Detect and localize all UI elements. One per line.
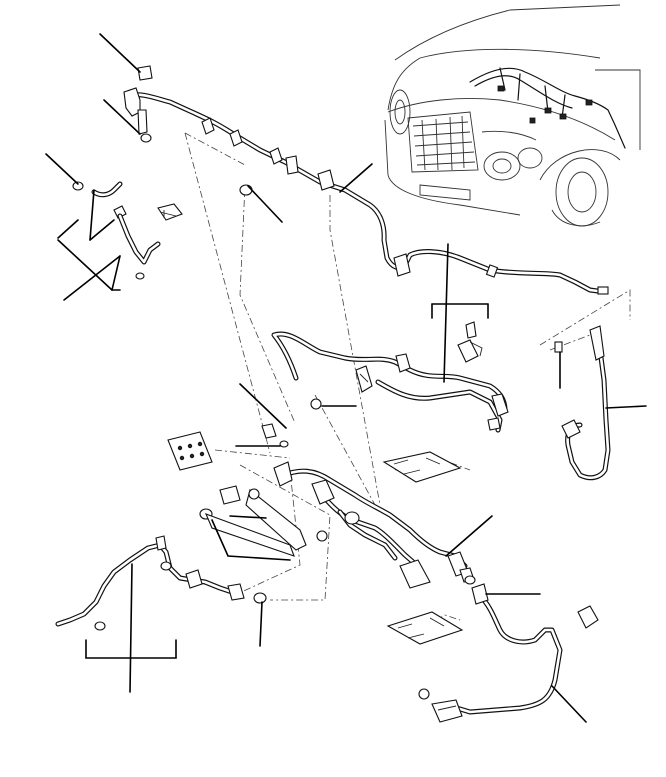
lower-right-hose — [418, 583, 599, 723]
right-hose-assembly — [554, 325, 611, 481]
vehicle-location-inset — [384, 4, 641, 227]
middle-harness-loop — [271, 321, 509, 433]
lower-main-harness — [273, 461, 476, 589]
upper-harness-branch — [123, 65, 609, 295]
left-hose-parts — [72, 181, 183, 280]
callout-leaders — [45, 33, 647, 723]
loose-parts — [167, 423, 464, 645]
assembly-center-lines — [184, 132, 631, 636]
lower-left-harness — [55, 535, 267, 631]
